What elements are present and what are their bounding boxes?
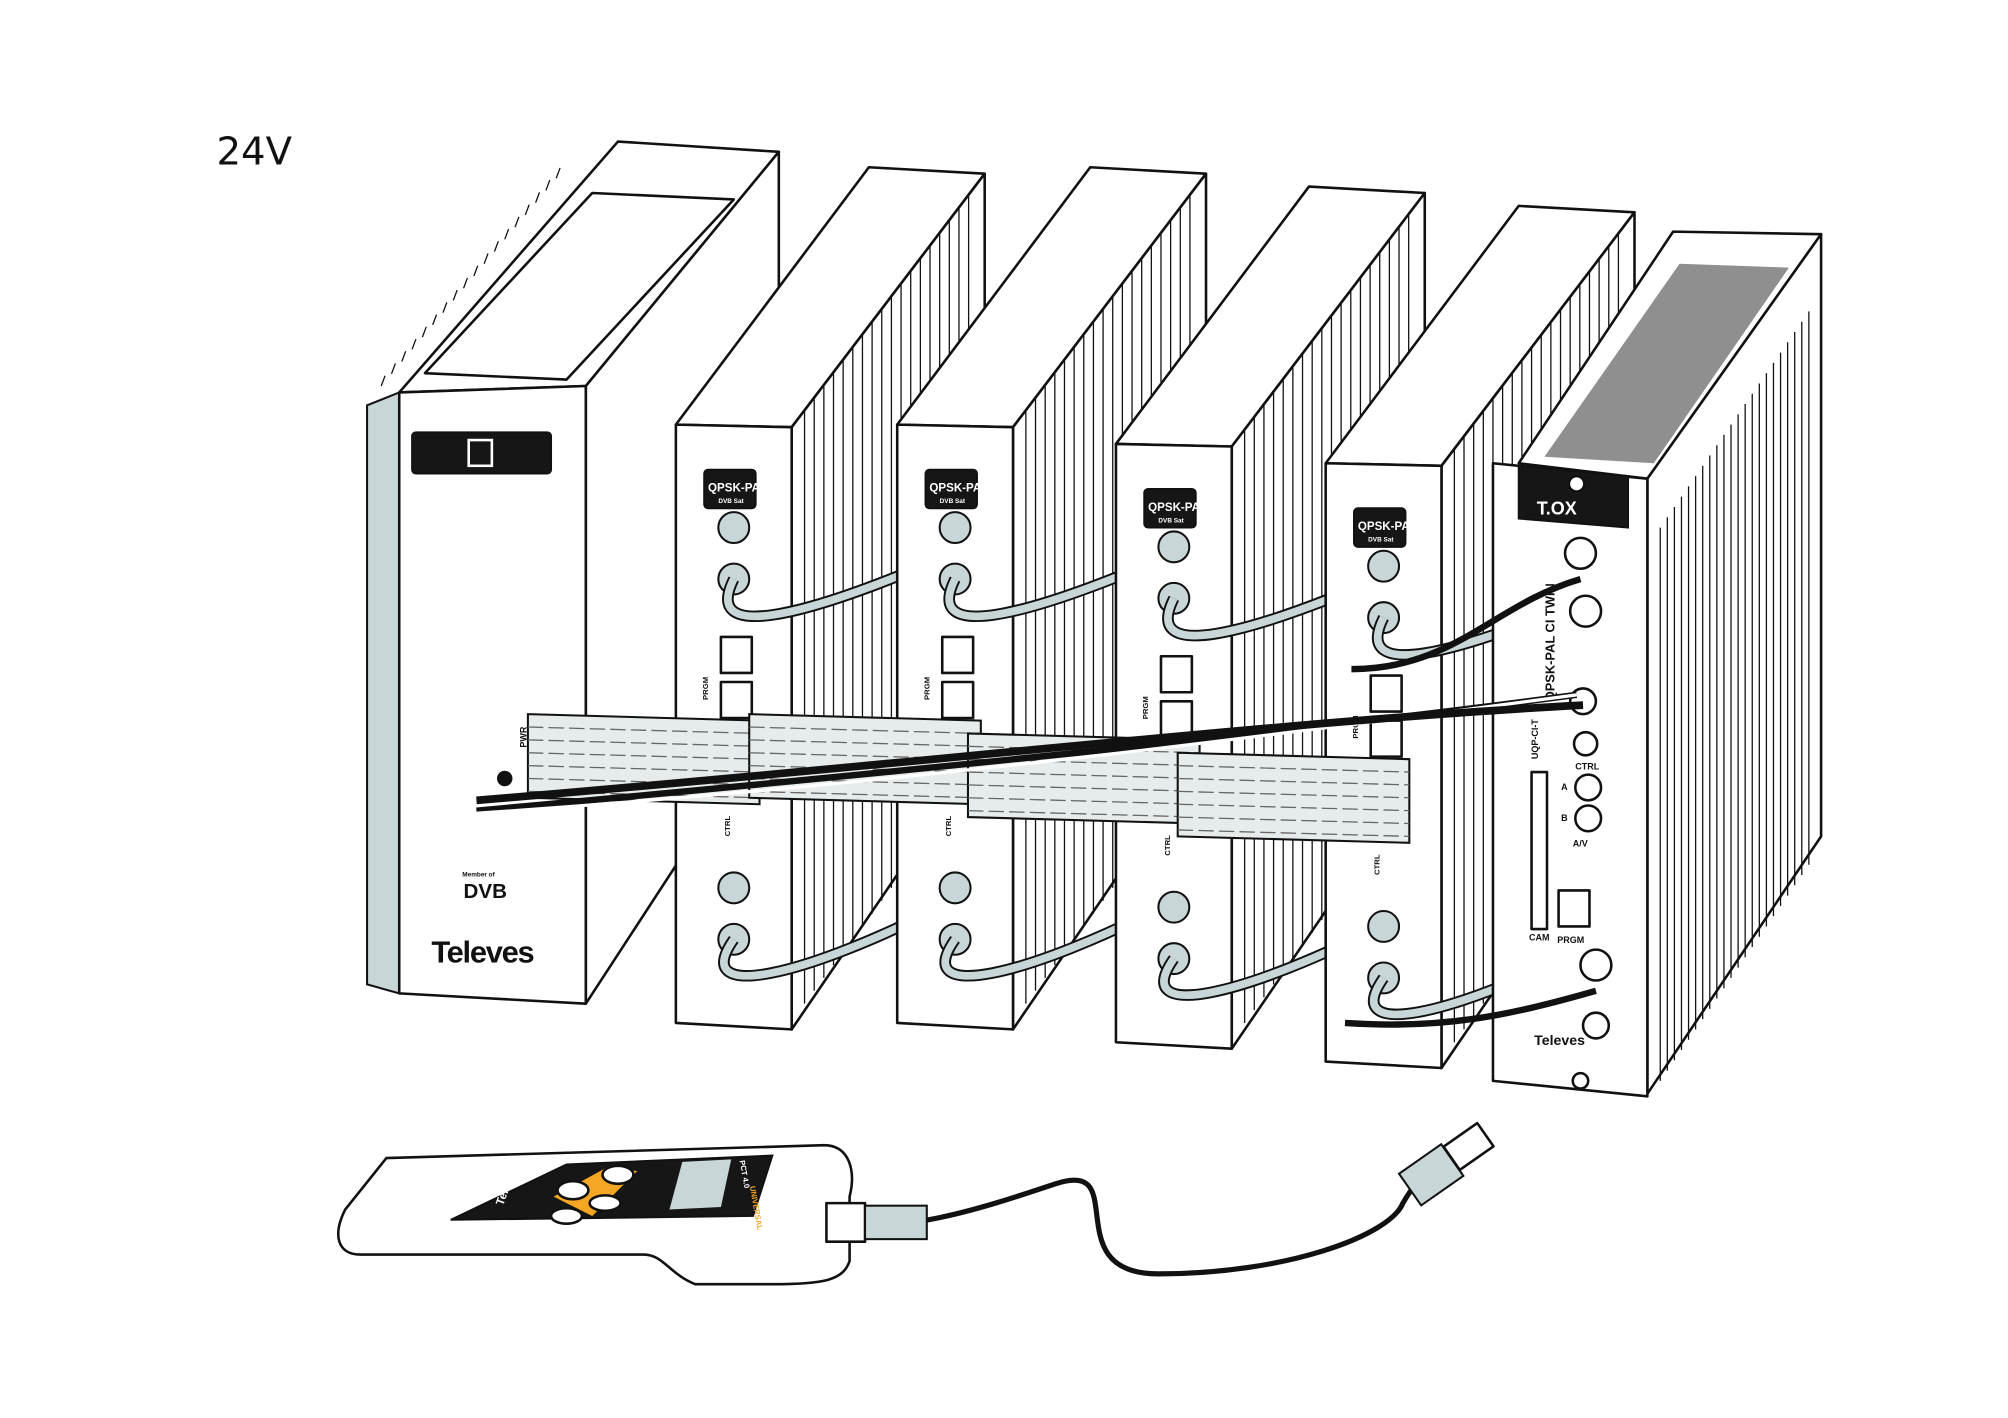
prgm-port <box>940 680 975 720</box>
module-sub: DVB Sat <box>1158 517 1184 524</box>
coax-connector <box>717 511 751 545</box>
vent-grille <box>1544 263 1789 464</box>
prgm-port <box>719 680 754 720</box>
televes-logo-icon <box>467 438 494 468</box>
heatsink-fin <box>473 265 479 277</box>
module-label-plate <box>703 468 757 510</box>
heatsink-fin <box>380 375 386 387</box>
cam-slot <box>1530 770 1549 931</box>
power-led-icon <box>497 770 513 787</box>
heatsink-fin <box>545 179 551 191</box>
tox-brand: Televes <box>1534 1032 1585 1048</box>
heatsink-fin <box>390 363 396 375</box>
heatsink-fin <box>535 192 541 203</box>
cables <box>476 575 1597 1277</box>
heatsink-fin <box>555 167 561 179</box>
port-b <box>1574 804 1603 833</box>
coax-connector <box>717 871 751 905</box>
module-label-plate <box>1143 488 1197 529</box>
tox-ctrl-label: CTRL <box>1575 761 1599 771</box>
module-name: QPSK-PAL <box>708 483 767 495</box>
usb-plug <box>1442 1121 1495 1172</box>
ctrl-label: CTRL <box>944 816 953 837</box>
module-sub: DVB Sat <box>940 498 966 505</box>
programmer-handheld: Televes PCT 4.0 UNIVERSAL <box>337 1143 928 1286</box>
heatsink-fin <box>401 351 407 362</box>
prgm-port <box>1369 719 1403 758</box>
power-supply-logo-plate <box>411 431 553 475</box>
module-name: QPSK-PAL <box>1148 502 1207 514</box>
pwr-label: PWR <box>519 726 529 747</box>
coax-connector <box>1157 530 1191 564</box>
prgm-port <box>1159 699 1194 739</box>
heatsink-fin <box>524 204 530 216</box>
voltage-label: 24V <box>217 130 293 175</box>
heatsink-fin <box>493 241 499 252</box>
ctrl-label: CTRL <box>1163 835 1172 856</box>
heatsink-fin <box>462 277 469 289</box>
tox-model-label: QPSK-PAL CI TWIN <box>1543 583 1558 701</box>
programmer-model: PCT 4.0 <box>738 1159 752 1188</box>
member-of-label: Member of <box>462 871 495 878</box>
prgm-label: PRGM <box>922 677 931 700</box>
coax-connector <box>938 511 972 545</box>
av-label: A/V <box>1573 839 1588 849</box>
port-b-label: B <box>1561 813 1568 823</box>
port-a <box>1574 773 1603 802</box>
port-a-label: A <box>1561 782 1568 792</box>
coax-connector <box>1367 909 1401 943</box>
heatsink-fin <box>411 338 417 350</box>
tox-header-label: T.OX <box>1537 499 1577 519</box>
heatsink-fin <box>421 326 427 338</box>
tox-prgm-label: PRGM <box>1557 935 1584 945</box>
dvb-logo: DVB <box>464 880 507 903</box>
rj-plug <box>825 1201 867 1244</box>
prgm-port <box>1369 674 1403 713</box>
prgm-label: PRGM <box>1141 696 1150 719</box>
programmer-screen <box>669 1159 732 1210</box>
heatsink-fin <box>504 228 510 240</box>
rj-boot <box>864 1204 928 1241</box>
heatsink-fin <box>483 253 489 265</box>
cam-label: CAM <box>1529 933 1550 943</box>
prgm-label: PRGM <box>701 677 710 700</box>
tox-code-label: UQP-CI-T <box>1530 719 1540 759</box>
coax-connector <box>938 871 972 905</box>
tox-module: T.OX QPSK-PAL CI TWIN UQP-CI-T CTRL A B … <box>1491 230 1823 1098</box>
heatsink-fin <box>452 289 458 301</box>
module-name: QPSK-PAL <box>1358 521 1417 533</box>
coax-connector <box>1157 890 1191 924</box>
prgm-label: PRGM <box>1351 715 1360 738</box>
module-label-plate <box>924 468 978 510</box>
prgm-port <box>1557 889 1591 928</box>
prgm-port <box>719 635 754 675</box>
module-sub: DVB Sat <box>718 498 744 505</box>
ribbon-bus-cable <box>1176 751 1411 844</box>
module-label-plate <box>1353 507 1407 548</box>
heatsink-fin <box>514 216 520 228</box>
prgm-port <box>1159 654 1194 694</box>
module-name: QPSK-PAL <box>929 483 988 495</box>
ctrl-label: CTRL <box>1373 854 1382 875</box>
heatsink-fin <box>432 314 438 326</box>
heatsink-fin <box>442 302 448 313</box>
power-supply-brand: Televes <box>431 934 533 969</box>
module-sub: DVB Sat <box>1368 537 1394 544</box>
coax-connector <box>1367 549 1401 583</box>
ctrl-label: CTRL <box>723 816 732 837</box>
prgm-port <box>940 635 975 675</box>
